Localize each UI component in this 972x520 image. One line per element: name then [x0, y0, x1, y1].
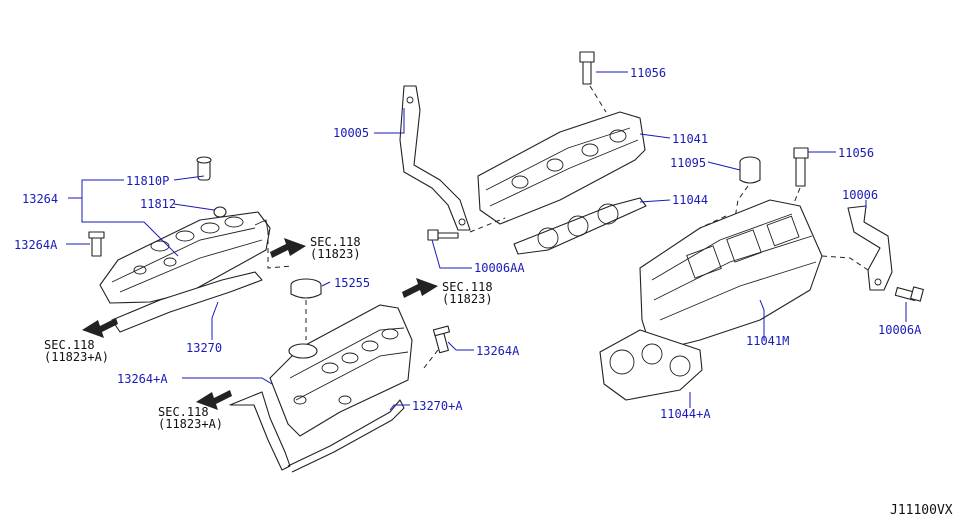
sec-left-line2: (11823+A): [44, 350, 109, 364]
valve-cover-right: [269, 304, 413, 437]
sec-arrow-top-mid: [270, 238, 306, 258]
gasket-13270a: [229, 391, 405, 473]
head-gasket-11044a: [599, 329, 703, 401]
gasket-13270: [111, 271, 263, 333]
label-13264a-mid: 13264A: [476, 344, 520, 358]
bolt-10006aa: [427, 229, 459, 241]
label-13264-plus-a: 13264+A: [117, 372, 168, 386]
bracket-10005: [399, 85, 471, 231]
diagram-id: J11100VX: [890, 503, 953, 518]
label-11056-right: 11056: [838, 146, 874, 160]
sec-mid-right-line2: (11823): [442, 292, 493, 306]
valve-cover-left: [99, 211, 271, 304]
sec-top-mid-line1: SEC.118: [310, 235, 361, 249]
label-11041: 11041: [672, 132, 708, 146]
sec-mid-right-line1: SEC.118: [442, 280, 493, 294]
label-10006a: 10006A: [878, 323, 922, 337]
bolt-13264a-left: [88, 231, 105, 257]
sec-left-line1: SEC.118: [44, 338, 95, 352]
label-10005: 10005: [333, 126, 369, 140]
label-11095: 11095: [670, 156, 706, 170]
head-gasket-11044: [513, 197, 647, 255]
label-11056-top: 11056: [630, 66, 666, 80]
grommet-11812: [213, 206, 227, 218]
head-bolt-top: [579, 51, 595, 85]
dowel-11095: [739, 156, 761, 184]
label-10006aa: 10006AA: [474, 261, 525, 275]
label-13270-plus-a: 13270+A: [412, 399, 463, 413]
cylinder-head-11041m: [639, 199, 823, 353]
oil-cap: [290, 278, 322, 299]
bolt-13264a-mid: [432, 325, 451, 354]
sec-bottom-line1: SEC.118: [158, 405, 209, 419]
label-15255: 15255: [334, 276, 370, 290]
head-bolt-right: [793, 147, 809, 187]
label-11041m: 11041M: [746, 334, 789, 348]
sec-top-mid-line2: (11823): [310, 247, 361, 261]
bracket-10006: [847, 205, 893, 291]
cylinder-head-11041: [477, 111, 646, 225]
label-13264a-left: 13264A: [14, 238, 58, 252]
sec-arrow-bottom: [196, 390, 232, 410]
sec-arrow-left: [82, 318, 118, 338]
label-11044-plus-a: 11044+A: [660, 407, 711, 421]
bolt-10006a: [894, 286, 924, 302]
label-11810p: 11810P: [126, 174, 169, 188]
sec-bottom-line2: (11823+A): [158, 417, 223, 431]
label-13264: 13264: [22, 192, 58, 206]
label-11812: 11812: [140, 197, 176, 211]
label-11044: 11044: [672, 193, 708, 207]
pcv-valve: [196, 156, 212, 181]
sec-arrow-mid-right: [402, 278, 438, 298]
label-10006: 10006: [842, 188, 878, 202]
label-13270: 13270: [186, 341, 222, 355]
